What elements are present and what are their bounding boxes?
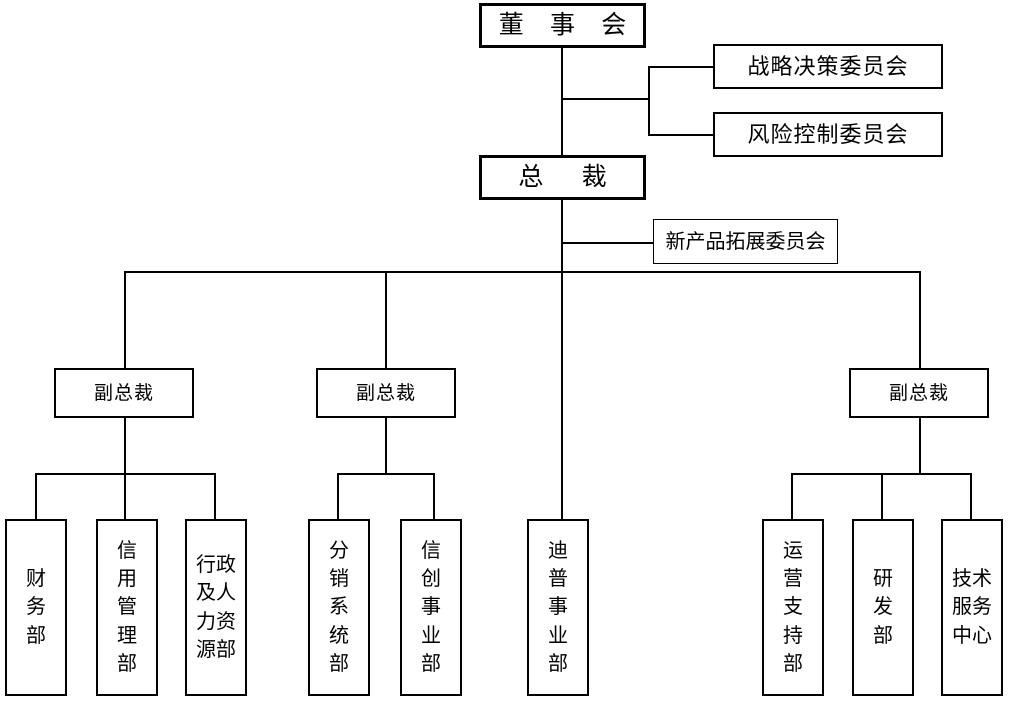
connector-riser-to-strategy-committee [648,66,714,68]
connector-dept-distribution [337,473,339,519]
connector-vp3-stem [919,418,921,475]
connector-dept-operations [791,473,793,519]
node-dept-technical-service-center-label: 技术 服务 中心 [952,567,992,647]
connector-bar-to-vp-2 [385,271,387,369]
connector-ceo-to-newproduct-committee [561,242,655,244]
node-dept-technical-service-center[interactable]: 技术 服务 中心 [941,519,1003,696]
node-vice-president-3[interactable]: 副总裁 [849,368,989,418]
node-dept-operations-support[interactable]: 运 营 支 持 部 [762,519,824,696]
node-dept-admin-hr-label: 行政 及人 力资 源部 [196,553,236,661]
connector-committee-riser [648,66,650,136]
node-president[interactable]: 总 裁 [479,155,646,200]
node-dept-distribution-system-label: 分 销 系 统 部 [329,539,349,676]
node-dept-credit-management[interactable]: 信 用 管 理 部 [96,519,158,696]
connector-riser-to-risk-committee [648,134,714,136]
connector-dept-financial [35,473,37,519]
connector-dept-xinchuang [433,473,435,519]
connector-bar-to-vp-3 [919,271,921,369]
node-president-label: 总 裁 [518,164,623,191]
node-new-product-committee[interactable]: 新产品拓展委员会 [653,219,838,264]
connector-vp2-stem [385,418,387,475]
node-dept-distribution-system[interactable]: 分 销 系 统 部 [308,519,370,696]
connector-dept-credit [124,473,126,519]
node-strategy-committee-label: 战略决策委员会 [747,53,909,79]
node-vice-president-1[interactable]: 副总裁 [54,368,194,418]
node-risk-committee-label: 风险控制委员会 [747,121,909,147]
node-dept-operations-support-label: 运 营 支 持 部 [783,539,803,676]
node-strategy-committee[interactable]: 战略决策委员会 [713,44,943,89]
connector-vp1-stem [124,418,126,475]
node-dept-research-development-label: 研 发 部 [873,567,893,647]
node-new-product-committee-label: 新产品拓展委员会 [665,230,826,253]
node-dept-xinchuang-division-label: 信 创 事 业 部 [421,539,441,676]
connector-bar-to-vp-1 [124,271,126,369]
node-dept-research-development[interactable]: 研 发 部 [852,519,914,696]
connector-board-to-ceo [561,48,563,160]
connector-vp-distribution-bar [124,271,921,273]
node-board-of-directors[interactable]: 董 事 会 [479,3,646,48]
node-vice-president-2-label: 副总裁 [355,382,416,404]
node-dept-financial[interactable]: 财 务 部 [5,519,67,696]
node-vice-president-2[interactable]: 副总裁 [316,368,456,418]
node-risk-committee[interactable]: 风险控制委员会 [713,112,943,157]
node-dept-dipu-division[interactable]: 迪 普 事 业 部 [527,519,589,696]
connector-dept-rnd [881,473,883,519]
connector-dept-tech-service [970,473,972,519]
node-board-of-directors-label: 董 事 会 [498,12,637,39]
node-dept-admin-hr[interactable]: 行政 及人 力资 源部 [185,519,247,696]
node-dept-financial-label: 财 务 部 [26,567,46,647]
node-dept-xinchuang-division[interactable]: 信 创 事 业 部 [400,519,462,696]
connector-board-to-committee-riser [561,98,650,100]
connector-dept-admin-hr [214,473,216,519]
connector-vp2-dept-bar [337,473,435,475]
connector-ceo-trunk [561,200,563,530]
node-vice-president-3-label: 副总裁 [888,382,949,404]
node-vice-president-1-label: 副总裁 [93,382,154,404]
node-dept-dipu-division-label: 迪 普 事 业 部 [548,539,568,676]
node-dept-credit-management-label: 信 用 管 理 部 [117,539,137,676]
